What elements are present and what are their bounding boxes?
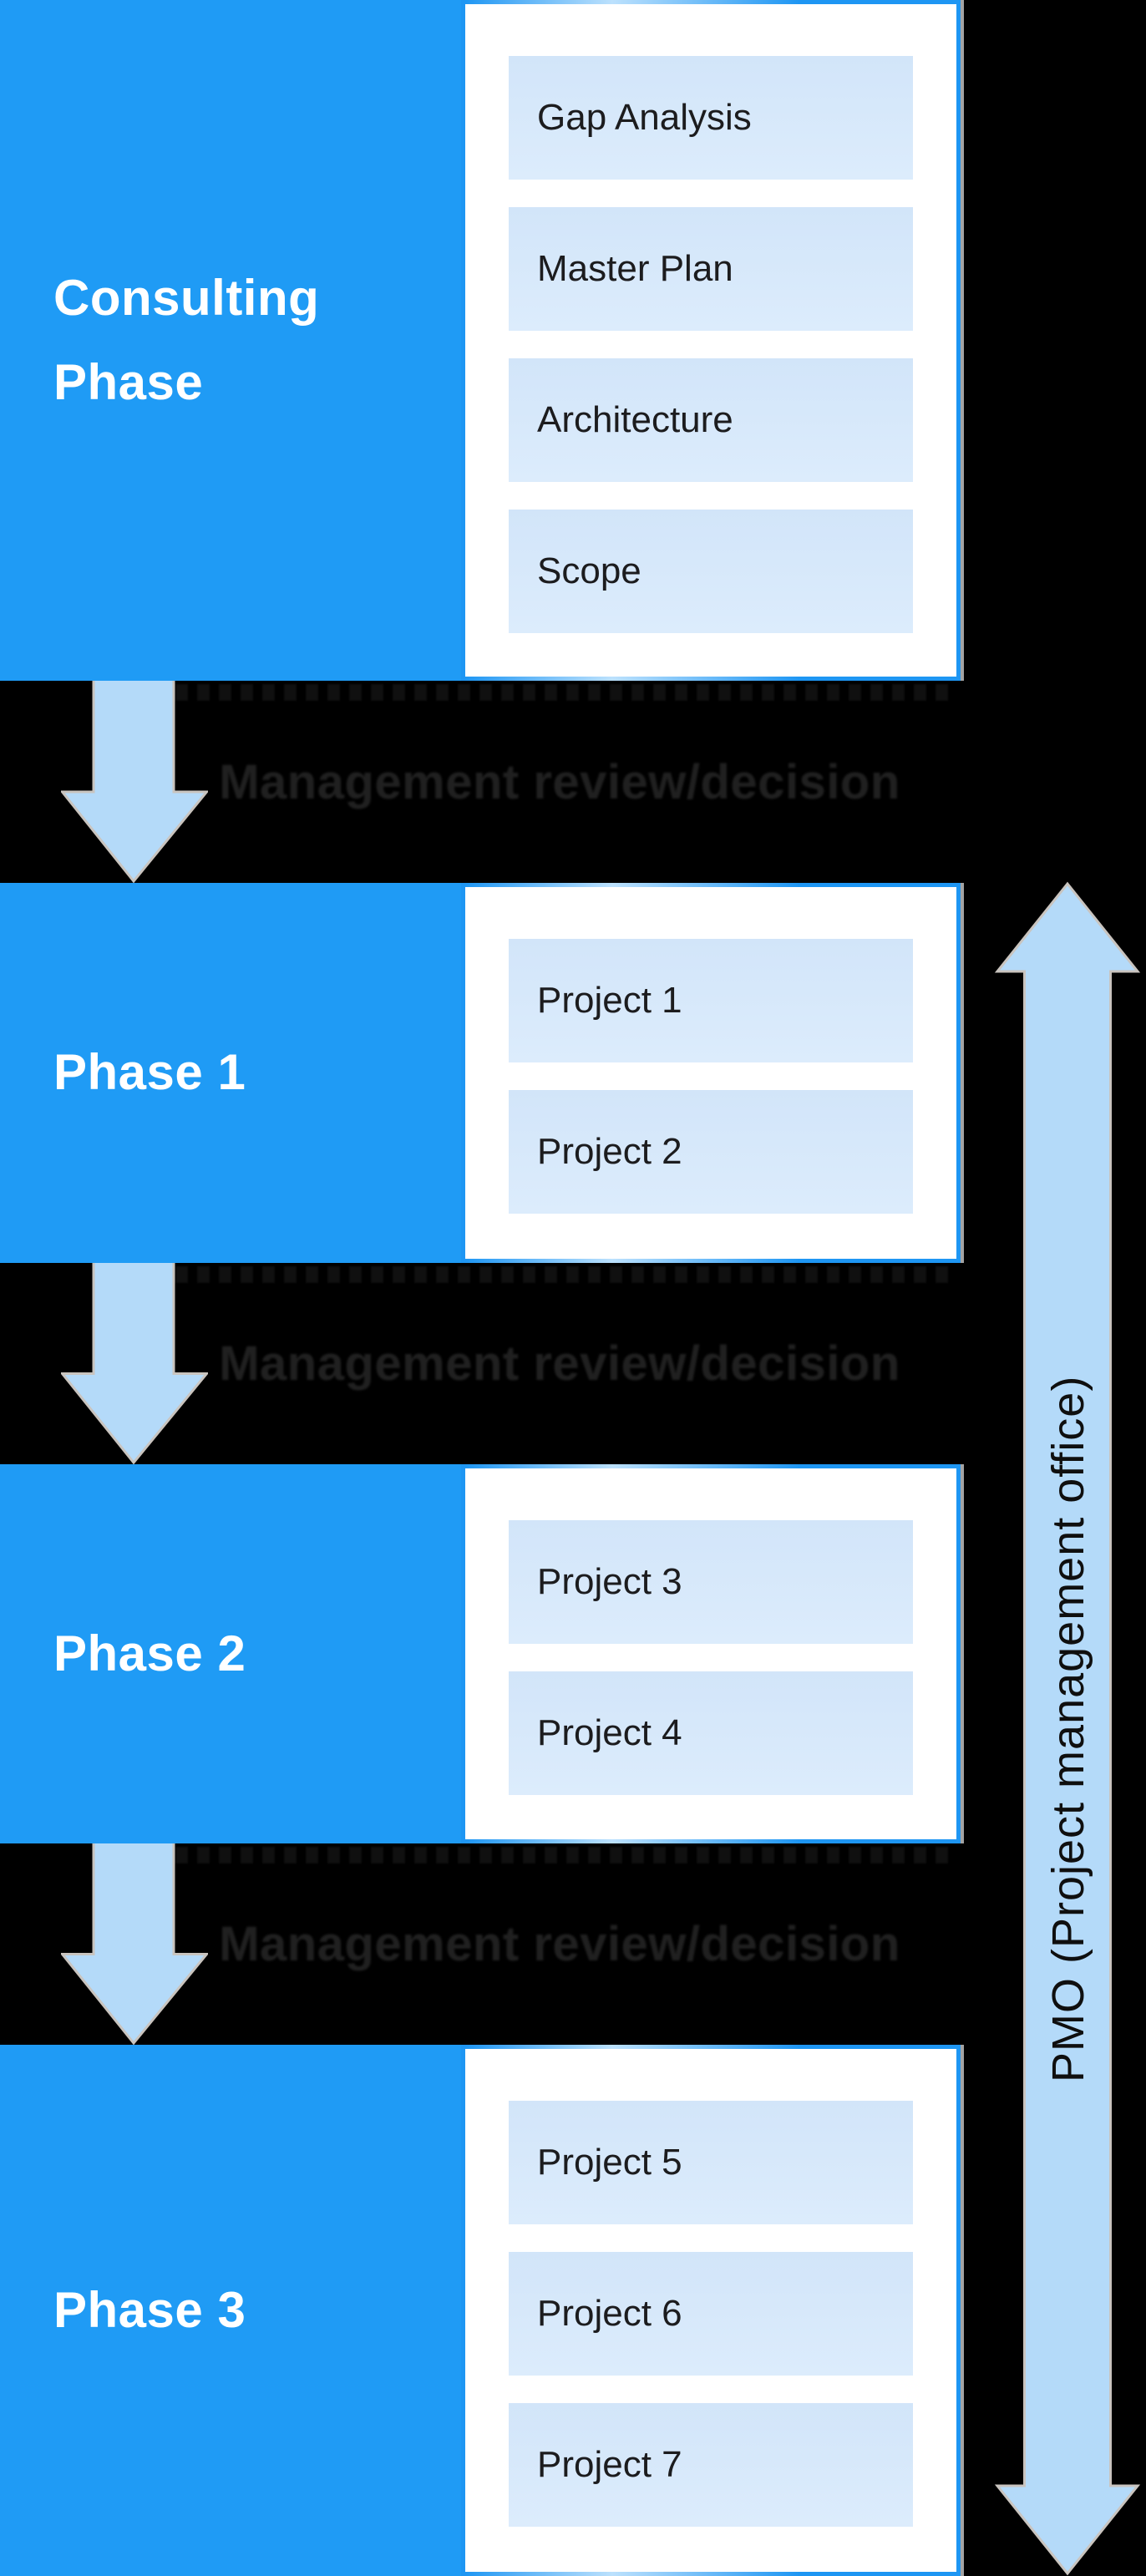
down-arrow-icon	[61, 681, 208, 883]
consulting-phase-label: Consulting Phase	[53, 269, 320, 410]
pmo-double-arrow-icon	[994, 881, 1141, 2576]
deliverable-architecture: Architecture	[509, 358, 913, 482]
phase-2-panel: Project 3 Project 4	[461, 1464, 961, 1843]
project-3-box: Project 3	[509, 1520, 913, 1644]
deliverable-gap-analysis: Gap Analysis	[509, 56, 913, 180]
ghost-text-artifact	[175, 1847, 956, 1864]
project-7-box: Project 7	[509, 2403, 913, 2527]
project-1-box: Project 1	[509, 939, 913, 1062]
ghost-text-artifact	[175, 684, 956, 701]
phase-1-block: Phase 1	[0, 883, 465, 1263]
management-review-label: Management review/decision	[219, 1336, 900, 1391]
project-5-box: Project 5	[509, 2101, 913, 2224]
project-6-box: Project 6	[509, 2252, 913, 2376]
deliverable-scope: Scope	[509, 510, 913, 633]
ghost-text-artifact	[175, 1266, 956, 1283]
project-4-box: Project 4	[509, 1671, 913, 1795]
consulting-phase-block: Consulting Phase	[0, 0, 465, 681]
project-2-box: Project 2	[509, 1090, 913, 1214]
phase-1-label: Phase 1	[53, 1044, 246, 1101]
phase-3-block: Phase 3	[0, 2045, 465, 2576]
phase-3-label: Phase 3	[53, 2281, 246, 2338]
section-phase-3: Phase 3 Project 5 Project 6 Project 7	[0, 2045, 1146, 2576]
phase-2-block: Phase 2	[0, 1464, 465, 1843]
management-review-label: Management review/decision	[219, 754, 900, 809]
pmo-label: PMO (Project management office)	[1043, 1375, 1093, 2082]
deliverable-master-plan: Master Plan	[509, 207, 913, 331]
consulting-phase-panel: Gap Analysis Master Plan Architecture Sc…	[461, 0, 961, 681]
connector-1: Management review/decision	[0, 681, 1146, 883]
phase-3-panel: Project 5 Project 6 Project 7	[461, 2045, 961, 2576]
connector-2: Management review/decision	[0, 1263, 1146, 1464]
management-review-label: Management review/decision	[219, 1917, 900, 1971]
down-arrow-icon	[61, 1263, 208, 1464]
down-arrow-icon	[61, 1843, 208, 2045]
phase-2-label: Phase 2	[53, 1625, 246, 1681]
connector-3: Management review/decision	[0, 1843, 1146, 2045]
phase-1-panel: Project 1 Project 2	[461, 883, 961, 1263]
section-phase-1: Phase 1 Project 1 Project 2	[0, 883, 1146, 1263]
section-phase-2: Phase 2 Project 3 Project 4	[0, 1464, 1146, 1843]
section-consulting-phase: Consulting Phase Gap Analysis Master Pla…	[0, 0, 1146, 681]
